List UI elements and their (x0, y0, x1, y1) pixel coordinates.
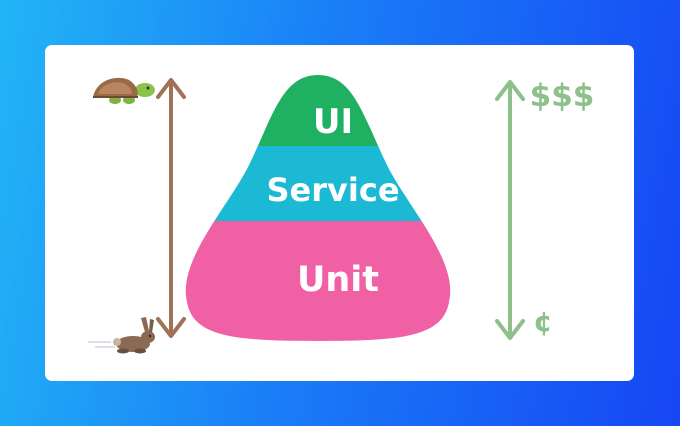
pyramid-label-unit: Unit (297, 260, 379, 300)
cost-high-label: $$$ (530, 78, 595, 114)
turtle-icon (93, 77, 155, 104)
pyramid-label-ui: UI (313, 102, 353, 142)
cost-low-label: ¢ (533, 305, 552, 338)
speed-arrow (156, 78, 186, 338)
pyramid-layer-unit (185, 221, 451, 341)
test-pyramid-diagram: UI Service Unit (88, 75, 595, 354)
rabbit-icon (88, 317, 155, 354)
cost-arrow (495, 80, 525, 340)
diagram-card: UI Service Unit (45, 45, 634, 381)
pyramid-label-service: Service (266, 171, 399, 209)
